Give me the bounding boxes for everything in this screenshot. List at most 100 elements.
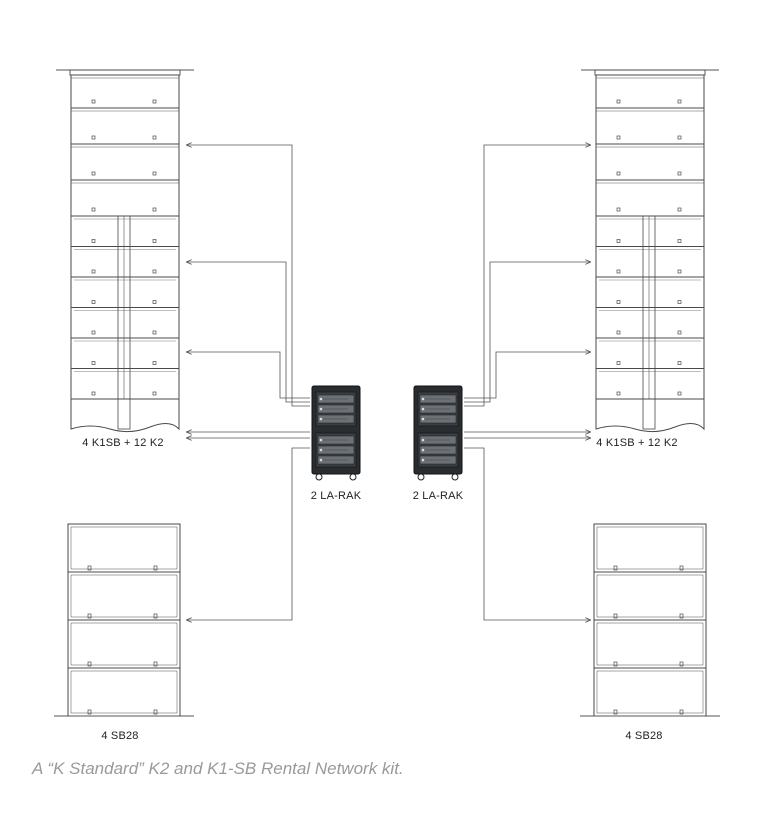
rigging-pin	[677, 99, 682, 104]
amplifier-knob	[421, 417, 425, 421]
rigging-frame	[69, 69, 181, 76]
cable-right-top	[464, 145, 590, 407]
cable-right-low	[464, 352, 590, 399]
k2-cabinet	[595, 368, 705, 400]
cable-left-top	[187, 145, 310, 407]
right-subwoofer-stack	[580, 523, 720, 717]
rigging-pin	[616, 391, 621, 396]
rigging-pin	[91, 300, 96, 304]
k2-cabinet	[595, 307, 705, 339]
right-sub-label: 4 SB28	[625, 730, 663, 742]
sb28-front	[70, 526, 178, 570]
rigging-column	[642, 398, 656, 430]
left-line-array	[56, 69, 194, 433]
amplifier-knob	[319, 407, 323, 411]
k1sb-cabinet	[595, 74, 705, 109]
right-array-label: 4 K1SB + 12 K2	[596, 437, 678, 449]
rigging-pin	[87, 565, 92, 571]
amplifier-knob	[319, 458, 323, 462]
rigging-pin	[616, 300, 621, 304]
rigging-pin	[153, 565, 158, 571]
rigging-pin	[153, 661, 158, 667]
caster-wheel	[349, 473, 357, 481]
rigging-pin	[152, 269, 157, 274]
k1sb-cabinet	[70, 107, 180, 145]
rigging-pin	[616, 330, 621, 335]
rigging-pin	[613, 661, 618, 667]
k2-cabinet-cut	[70, 398, 180, 433]
sb28-front	[596, 622, 704, 666]
rigging-pin	[152, 330, 157, 335]
sb28-cabinet	[67, 523, 181, 573]
cable-left-low	[187, 352, 310, 399]
amplifier-knob	[421, 407, 425, 411]
caster-wheel	[417, 473, 425, 481]
cable-right-sub	[464, 447, 590, 620]
rigging-pin	[616, 99, 621, 104]
rigging-pin	[91, 391, 96, 396]
rigging-pin	[616, 239, 621, 243]
amplifier-knob	[421, 397, 425, 401]
k2-cabinet	[595, 246, 705, 278]
rigging-pin	[677, 391, 682, 396]
sb28-front	[70, 574, 178, 618]
rigging-pin	[152, 171, 157, 176]
amplifier-knob	[421, 438, 425, 442]
sb28-front	[596, 670, 704, 714]
k2-cabinet	[595, 337, 705, 369]
k2-cabinet	[70, 276, 180, 308]
rigging-pin	[616, 207, 621, 212]
rigging-pin	[677, 330, 682, 335]
right-rack-label: 2 LA-RAK	[412, 490, 464, 502]
rigging-pin	[91, 171, 96, 176]
sb28-cabinet	[67, 667, 181, 717]
rigging-pin	[677, 300, 682, 304]
k2-cabinet	[70, 246, 180, 278]
rigging-pin	[616, 361, 621, 365]
rigging-pin	[677, 361, 682, 365]
cable-left-mid	[187, 262, 310, 403]
right-amplifier-rack	[413, 385, 463, 481]
rigging-pin	[679, 613, 684, 619]
left-sub-label: 4 SB28	[101, 730, 139, 742]
sb28-cabinet	[593, 523, 707, 573]
k2-cabinet	[595, 276, 705, 308]
figure-caption: A “K Standard” K2 and K1-SB Rental Netwo…	[32, 759, 404, 778]
rigging-pin	[679, 661, 684, 667]
caster-wheel	[451, 473, 459, 481]
rigging-pin	[616, 135, 621, 140]
k1sb-cabinet	[595, 143, 705, 181]
amplifier-knob	[319, 448, 323, 452]
rigging-pin	[152, 391, 157, 396]
rigging-column	[117, 398, 131, 430]
rigging-pin	[677, 239, 682, 243]
right-line-array	[581, 69, 719, 433]
rigging-pin	[91, 207, 96, 212]
rigging-pin	[677, 207, 682, 212]
amplifier-knob	[319, 417, 323, 421]
rigging-pin	[613, 613, 618, 619]
k2-cabinet	[70, 307, 180, 339]
rigging-pin	[679, 709, 684, 715]
k2-cabinet-cut	[595, 398, 705, 433]
k2-cabinet	[70, 215, 180, 247]
rigging-pin	[91, 330, 96, 335]
amplifier-knob	[421, 458, 425, 462]
left-rack-label: 2 LA-RAK	[310, 490, 362, 502]
rigging-pin	[91, 239, 96, 243]
rigging-pin	[152, 300, 157, 304]
amplifier-knob	[319, 397, 323, 401]
sb28-cabinet	[67, 571, 181, 621]
rigging-pin	[91, 269, 96, 274]
rigging-pin	[616, 171, 621, 176]
rigging-frame	[594, 69, 706, 76]
left-amplifier-rack	[311, 385, 361, 481]
rigging-pin	[153, 709, 158, 715]
rigging-pin	[679, 565, 684, 571]
rigging-pin	[613, 709, 618, 715]
signal-connections	[187, 145, 590, 620]
rigging-pin	[87, 709, 92, 715]
left-subwoofer-stack	[54, 523, 194, 717]
rigging-pin	[616, 269, 621, 274]
